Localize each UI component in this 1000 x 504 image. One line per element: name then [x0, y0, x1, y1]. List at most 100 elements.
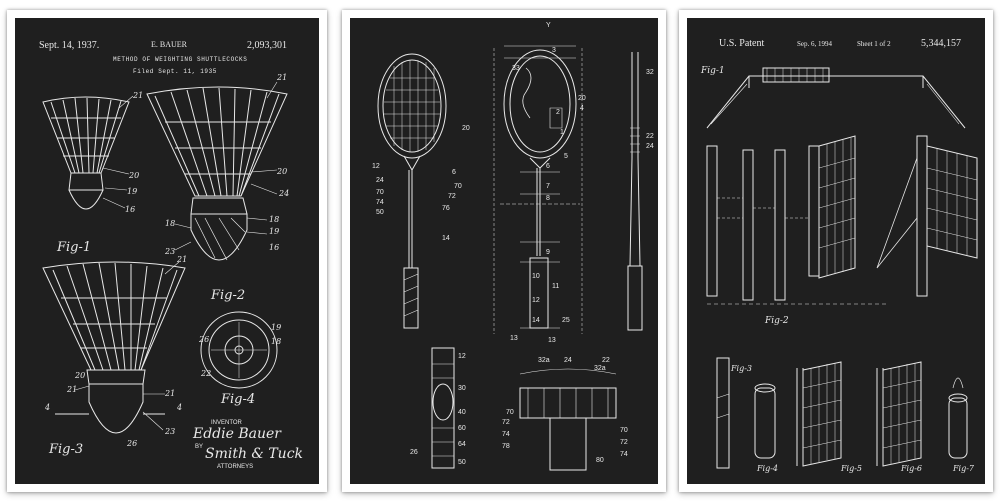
- svg-text:19: 19: [271, 323, 281, 332]
- svg-text:24: 24: [376, 177, 384, 184]
- svg-text:24: 24: [278, 189, 289, 198]
- svg-text:16: 16: [269, 243, 279, 252]
- svg-text:32a: 32a: [594, 365, 606, 372]
- svg-text:21: 21: [276, 73, 287, 82]
- figure-label-1: Fig-1: [57, 240, 92, 255]
- svg-text:1: 1: [560, 129, 564, 136]
- svg-text:20: 20: [128, 171, 139, 180]
- svg-text:24: 24: [564, 357, 572, 364]
- shuttlecock-fig3: [42, 261, 186, 434]
- patent-date: Sep. 6, 1994: [797, 40, 832, 48]
- svg-text:22: 22: [602, 357, 610, 364]
- svg-text:23: 23: [164, 247, 175, 256]
- figure-label-4: Fig-4: [757, 464, 779, 473]
- svg-text:19: 19: [127, 187, 137, 196]
- svg-text:13: 13: [510, 335, 518, 342]
- svg-text:30: 30: [458, 385, 466, 392]
- racket-front-view: [377, 53, 447, 329]
- svg-text:16: 16: [125, 205, 135, 214]
- attorneys-label: ATTORNEYS: [217, 464, 254, 470]
- figure-label-3: Fig-3: [731, 364, 753, 373]
- figure-label-2: Fig-2: [765, 316, 789, 326]
- svg-text:20: 20: [462, 125, 470, 132]
- svg-text:76: 76: [442, 205, 450, 212]
- svg-text:22: 22: [646, 133, 654, 140]
- figure-label-5: Fig-5: [841, 464, 863, 473]
- svg-text:64: 64: [458, 441, 466, 448]
- figure-label-7: Fig-7: [953, 464, 975, 473]
- svg-text:18: 18: [269, 215, 279, 224]
- net-fig1: [706, 67, 966, 129]
- svg-text:20: 20: [276, 167, 287, 176]
- figure-label-4: Fig-4: [221, 392, 256, 407]
- svg-text:74: 74: [620, 451, 628, 458]
- axis-label-y: Y: [546, 22, 551, 29]
- svg-text:6: 6: [546, 163, 550, 170]
- svg-text:5: 5: [564, 153, 568, 160]
- svg-text:21: 21: [132, 91, 143, 100]
- svg-text:70: 70: [620, 427, 628, 434]
- figure-label-6: Fig-6: [901, 464, 923, 473]
- header-left: U.S. Patent: [719, 38, 765, 49]
- svg-text:80: 80: [596, 457, 604, 464]
- svg-text:70: 70: [376, 189, 384, 196]
- svg-text:2: 2: [556, 109, 560, 116]
- poster-shuttlecock: Sept. 14, 1937. E. BAUER 2,093,301 METHO…: [7, 10, 327, 492]
- figure-label-3: Fig-3: [49, 442, 84, 457]
- shuttlecock-fig1: [42, 96, 130, 210]
- poster-board: Sept. 14, 1937. E. BAUER 2,093,301 METHO…: [15, 18, 319, 484]
- figure-label-1: Fig-1: [701, 66, 725, 76]
- svg-text:6: 6: [452, 169, 456, 176]
- svg-text:78: 78: [502, 443, 510, 450]
- net-fig2: [706, 135, 887, 305]
- svg-text:12: 12: [532, 297, 540, 304]
- svg-text:9: 9: [546, 249, 550, 256]
- patent-number: 2,093,301: [247, 40, 287, 51]
- svg-text:23: 23: [164, 427, 175, 436]
- shuttlecock-fig2: [146, 86, 288, 261]
- svg-text:11: 11: [552, 283, 559, 290]
- patent-title: METHOD OF WEIGHTING SHUTTLECOCKS: [113, 56, 248, 63]
- svg-text:4: 4: [176, 403, 182, 412]
- net-fig2-right: [876, 135, 978, 297]
- svg-text:20: 20: [74, 371, 85, 380]
- by-label: BY: [195, 444, 204, 450]
- svg-text:50: 50: [376, 209, 384, 216]
- svg-text:70: 70: [506, 409, 514, 416]
- attorney-signature: Smith & Tuck: [205, 446, 304, 462]
- svg-text:10: 10: [532, 273, 540, 280]
- svg-text:26: 26: [198, 335, 209, 344]
- racket-dimensioned-view: [493, 45, 583, 334]
- patent-number: 5,344,157: [921, 38, 961, 49]
- svg-text:32a: 32a: [538, 357, 550, 364]
- svg-text:21: 21: [66, 385, 77, 394]
- figure-label-2: Fig-2: [211, 288, 246, 303]
- racket-detail-views: [431, 347, 617, 471]
- svg-text:60: 60: [458, 425, 466, 432]
- svg-text:72: 72: [620, 439, 628, 446]
- poster-board: Y: [350, 18, 658, 484]
- svg-text:19: 19: [269, 227, 279, 236]
- poster-board: U.S. Patent Sep. 6, 1994 Sheet 1 of 2 5,…: [687, 18, 985, 484]
- svg-text:13: 13: [548, 337, 556, 344]
- svg-text:32: 32: [646, 69, 654, 76]
- svg-text:21: 21: [164, 389, 175, 398]
- svg-text:24: 24: [646, 143, 654, 150]
- inventor-label: INVENTOR: [211, 420, 242, 426]
- svg-text:74: 74: [502, 431, 510, 438]
- svg-text:18: 18: [271, 337, 281, 346]
- svg-text:4: 4: [580, 105, 584, 112]
- svg-text:72: 72: [502, 419, 510, 426]
- svg-text:33: 33: [512, 65, 520, 72]
- sheet-label: Sheet 1 of 2: [857, 40, 891, 48]
- filed-date: Filed Sept. 11, 1935: [133, 68, 218, 75]
- svg-text:7: 7: [546, 183, 550, 190]
- patent-date: Sept. 14, 1937.: [39, 40, 100, 51]
- racket-side-view: [627, 52, 643, 331]
- svg-text:14: 14: [442, 235, 450, 242]
- svg-text:14: 14: [532, 317, 540, 324]
- svg-text:18: 18: [165, 219, 175, 228]
- svg-text:40: 40: [458, 409, 466, 416]
- svg-text:12: 12: [458, 353, 466, 360]
